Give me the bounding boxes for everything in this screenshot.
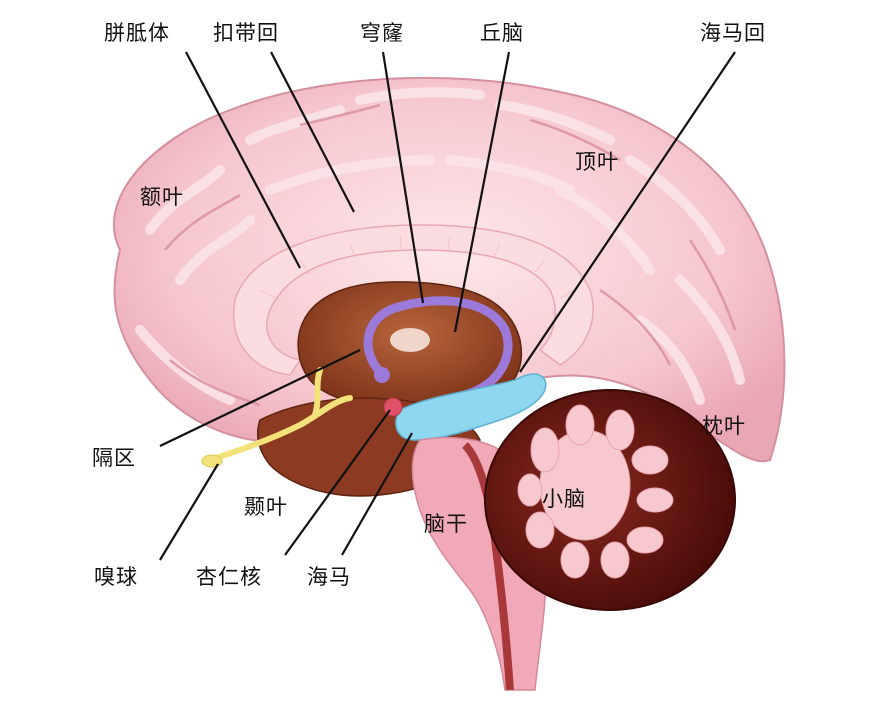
cerebellum-arbor-vitae [517, 404, 674, 579]
mammillary-body [374, 367, 390, 383]
olfactory-stem [312, 367, 323, 418]
label-parahippocampal-gyrus: 海马回 [700, 21, 766, 45]
label-fornix: 穹窿 [360, 21, 404, 45]
label-thalamus: 丘脑 [480, 21, 524, 45]
label-frontal-lobe: 额叶 [140, 185, 184, 209]
sulci-pattern [164, 103, 737, 407]
olfactory-bulb [201, 454, 223, 468]
label-septal-area: 隔区 [92, 446, 136, 470]
gyri-pattern [135, 87, 745, 405]
label-cerebellum: 小脑 [542, 487, 586, 511]
label-amygdala: 杏仁核 [196, 565, 262, 589]
label-parietal-lobe: 顶叶 [575, 150, 619, 174]
label-temporal-lobe: 颞叶 [244, 495, 288, 519]
thalamus-highlight [390, 328, 430, 352]
corpus-callosum [233, 224, 594, 376]
label-occipital-lobe: 枕叶 [702, 414, 746, 438]
label-corpus-callosum: 胼胝体 [104, 21, 170, 45]
hippocampus [395, 373, 547, 441]
leader-lines [159, 51, 736, 561]
label-cingulate-gyrus: 扣带回 [213, 21, 279, 45]
olfactory-tract [207, 395, 353, 463]
label-olfactory-bulb: 嗅球 [94, 565, 138, 589]
label-brainstem: 脑干 [424, 512, 468, 536]
corpus-callosum-striations [259, 235, 576, 301]
label-hippocampus: 海马 [307, 565, 351, 589]
